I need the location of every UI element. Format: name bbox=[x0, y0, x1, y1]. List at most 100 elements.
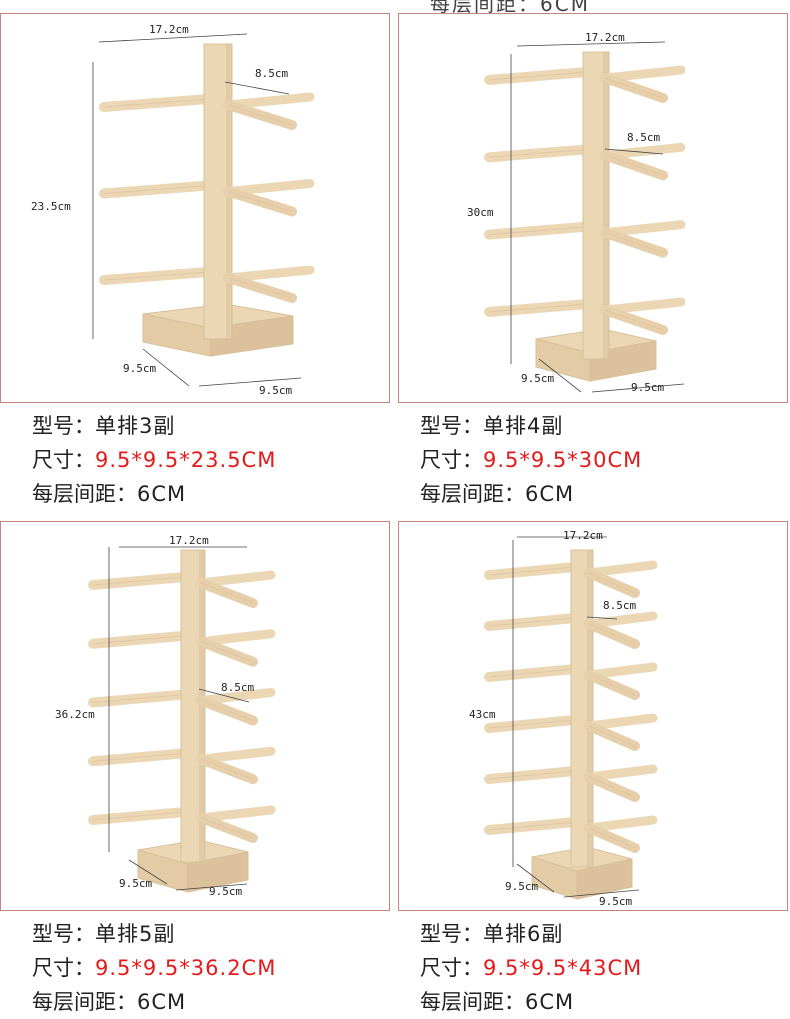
rack-base-side bbox=[576, 858, 633, 900]
model-value: 单排5副 bbox=[95, 922, 176, 946]
dim-width-label: 17.2cm bbox=[149, 23, 189, 36]
dim-width-line bbox=[98, 33, 248, 43]
rack-arm-front-edge bbox=[200, 817, 254, 839]
rack-arm-back bbox=[600, 65, 686, 83]
rack-arm-left-edge bbox=[488, 770, 576, 780]
rack-arm-back bbox=[600, 220, 686, 238]
rack-arm-left-edge bbox=[488, 148, 588, 158]
size-line: 尺寸：9.5*9.5*30CM bbox=[420, 443, 790, 477]
rack-illustration-1 bbox=[92, 33, 315, 387]
rack-arm-back bbox=[584, 560, 658, 578]
rack-arm-back bbox=[584, 611, 658, 629]
rack-arm-front-edge bbox=[588, 776, 636, 798]
product-image-panel-4: 17.2cm 43cm 8.5cm 9.5cm 9.5cm bbox=[398, 521, 788, 911]
dim-arm-label: 8.5cm bbox=[603, 599, 637, 612]
rack-arm-front-edge bbox=[200, 758, 254, 780]
rack-arm-left-edge bbox=[488, 668, 576, 678]
dim-width-label: 17.2cm bbox=[563, 529, 603, 542]
rack-arm-back bbox=[584, 713, 658, 731]
rack-arm-left-edge bbox=[92, 694, 186, 703]
model-label: 型号： bbox=[420, 414, 483, 438]
rack-arm-back bbox=[196, 570, 276, 588]
model-line: 型号：单排6副 bbox=[420, 917, 790, 951]
rack-arm-left-edge bbox=[92, 811, 186, 821]
model-value: 单排6副 bbox=[483, 922, 564, 946]
dim-width-label: 17.2cm bbox=[585, 31, 625, 44]
rack-arm-left-edge bbox=[92, 752, 186, 762]
spacing-line: 每层间距：6CM bbox=[32, 477, 412, 511]
size-line: 尺寸：9.5*9.5*36.2CM bbox=[32, 951, 412, 985]
dim-arm-label: 8.5cm bbox=[255, 67, 289, 80]
rack-arm-front-edge bbox=[227, 277, 293, 299]
size-label: 尺寸： bbox=[420, 448, 483, 472]
dim-height-label: 23.5cm bbox=[31, 200, 71, 213]
spacing-label: 每层间距： bbox=[420, 482, 525, 506]
rack-arm-left-edge bbox=[92, 635, 186, 645]
rack-arm-front-edge bbox=[604, 77, 664, 99]
dim-base-left-line bbox=[538, 358, 582, 393]
rack-arm-left-edge bbox=[488, 617, 576, 627]
rack-arm-left-edge bbox=[92, 576, 186, 586]
rack-arm-front-edge bbox=[588, 674, 636, 696]
product-image-panel-2: 17.2cm 30cm 8.5cm 9.5cm 9.5cm bbox=[398, 13, 788, 403]
rack-illustration-4 bbox=[484, 536, 658, 900]
dim-height-label: 30cm bbox=[467, 206, 494, 219]
model-value: 单排3副 bbox=[95, 414, 176, 438]
size-line: 尺寸：9.5*9.5*43CM bbox=[420, 951, 790, 985]
spacing-line: 每层间距：6CM bbox=[420, 985, 790, 1019]
dim-arm-line bbox=[224, 81, 290, 95]
dim-base-left-label: 9.5cm bbox=[123, 362, 157, 375]
size-value: 9.5*9.5*30CM bbox=[483, 448, 643, 472]
dim-arm-line bbox=[604, 148, 664, 155]
model-line: 型号：单排5副 bbox=[32, 917, 412, 951]
dim-base-right-label: 9.5cm bbox=[599, 895, 633, 908]
model-line: 型号：单排4副 bbox=[420, 409, 790, 443]
dim-base-left-label: 9.5cm bbox=[119, 877, 153, 890]
rack-arm-back bbox=[584, 662, 658, 680]
dim-base-right-label: 9.5cm bbox=[209, 885, 243, 898]
model-label: 型号： bbox=[32, 414, 95, 438]
spacing-value: 6CM bbox=[137, 482, 187, 506]
rack-arm-back bbox=[196, 629, 276, 647]
rack-arm-left-edge bbox=[103, 185, 209, 194]
rack-arm-front-edge bbox=[604, 309, 664, 331]
dim-height-label: 43cm bbox=[469, 708, 496, 721]
model-label: 型号： bbox=[32, 922, 95, 946]
dim-base-right-line bbox=[198, 377, 302, 387]
rack-arm-left-edge bbox=[103, 271, 209, 281]
rack-arm-left-edge bbox=[488, 566, 576, 576]
size-value: 9.5*9.5*43CM bbox=[483, 956, 643, 980]
spacing-label: 每层间距： bbox=[32, 990, 137, 1014]
dim-width-label: 17.2cm bbox=[169, 534, 209, 547]
product-caption-3: 型号：单排5副 尺寸：9.5*9.5*36.2CM 每层间距：6CM bbox=[32, 917, 412, 1019]
rack-illustration-2 bbox=[484, 41, 686, 393]
spacing-line: 每层间距：6CM bbox=[420, 477, 790, 511]
spacing-value: 6CM bbox=[137, 990, 187, 1014]
dim-base-left-label: 9.5cm bbox=[521, 372, 555, 385]
product-caption-4: 型号：单排6副 尺寸：9.5*9.5*43CM 每层间距：6CM bbox=[420, 917, 790, 1019]
rack-arm-front-edge bbox=[227, 104, 293, 126]
rack-arm-left-edge bbox=[488, 303, 588, 313]
dim-arm-label: 8.5cm bbox=[627, 131, 661, 144]
size-label: 尺寸： bbox=[32, 956, 95, 980]
rack-arm-front-edge bbox=[200, 641, 254, 663]
top-cut-fragment: 每层间距：6CM bbox=[430, 0, 590, 16]
model-line: 型号：单排3副 bbox=[32, 409, 412, 443]
rack-post-shade bbox=[587, 550, 593, 867]
dim-base-right-line bbox=[175, 883, 248, 891]
size-line: 尺寸：9.5*9.5*23.5CM bbox=[32, 443, 412, 477]
size-label: 尺寸： bbox=[420, 956, 483, 980]
dim-base-left-label: 9.5cm bbox=[505, 880, 539, 893]
product-image-panel-3: 17.2cm 36.2cm 8.5cm 9.5cm 9.5cm bbox=[0, 521, 390, 911]
rack-arm-back bbox=[196, 805, 276, 823]
dim-base-right-line bbox=[591, 383, 685, 393]
rack-arm-back bbox=[600, 297, 686, 315]
rack-arm-front-edge bbox=[200, 582, 254, 604]
rack-arm-back bbox=[223, 92, 315, 110]
rack-arm-left-edge bbox=[488, 821, 576, 831]
rack-arm-back bbox=[600, 142, 686, 160]
spacing-label: 每层间距： bbox=[32, 482, 137, 506]
size-value: 9.5*9.5*23.5CM bbox=[95, 448, 277, 472]
dim-base-right-label: 9.5cm bbox=[259, 384, 293, 397]
dim-base-left-line bbox=[128, 859, 168, 885]
